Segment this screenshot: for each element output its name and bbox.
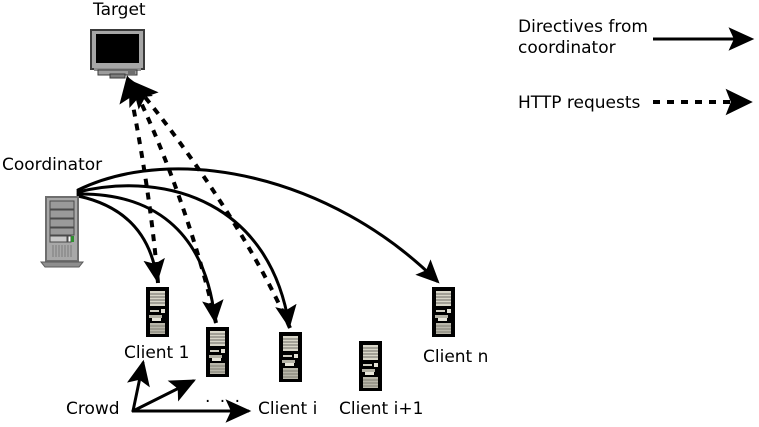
target-label: Target (92, 0, 146, 20)
client-tower-icon-i-plus-1 (358, 340, 383, 392)
directive-edge-client-n (76, 167, 440, 284)
directive-edges (76, 167, 440, 329)
coordinator-node (40, 195, 84, 268)
legend-item-0-label-line2: coordinator (518, 38, 616, 58)
legend-item-0-label-line1: Directives from (518, 17, 648, 37)
directive-edge-client-2 (76, 192, 224, 324)
legend: Directives from coordinator HTTP request… (518, 17, 755, 116)
legend-item-1-label-line1: HTTP requests (518, 93, 641, 113)
crowd-edge-client-2 (131, 379, 196, 413)
client-tower-icon-i (278, 331, 303, 383)
crowd-edge-client-1 (126, 359, 150, 413)
client-1-label: Client 1 (124, 343, 189, 363)
client-tower-icon-n (431, 286, 456, 338)
crowd-ellipsis: . . . (205, 387, 242, 407)
server-tower-icon (40, 195, 84, 268)
target-node (89, 28, 146, 79)
http-edge-client-2 (128, 77, 218, 324)
directive-edge-client-1 (76, 194, 165, 283)
client-tower-icon-1 (145, 286, 170, 338)
monitor-icon (89, 28, 146, 79)
client-nodes (145, 286, 456, 392)
client-i-label: Client i (258, 399, 317, 419)
client-tower-icon-2 (205, 326, 230, 378)
coordinator-label: Coordinator (2, 155, 102, 175)
directive-edge-client-i (76, 184, 297, 329)
http-request-edges (119, 75, 292, 329)
crowd-label: Crowd (66, 399, 120, 419)
crowd-edges (126, 359, 252, 423)
client-n-label: Client n (423, 347, 488, 367)
client-i-plus-1-label: Client i+1 (339, 399, 423, 419)
